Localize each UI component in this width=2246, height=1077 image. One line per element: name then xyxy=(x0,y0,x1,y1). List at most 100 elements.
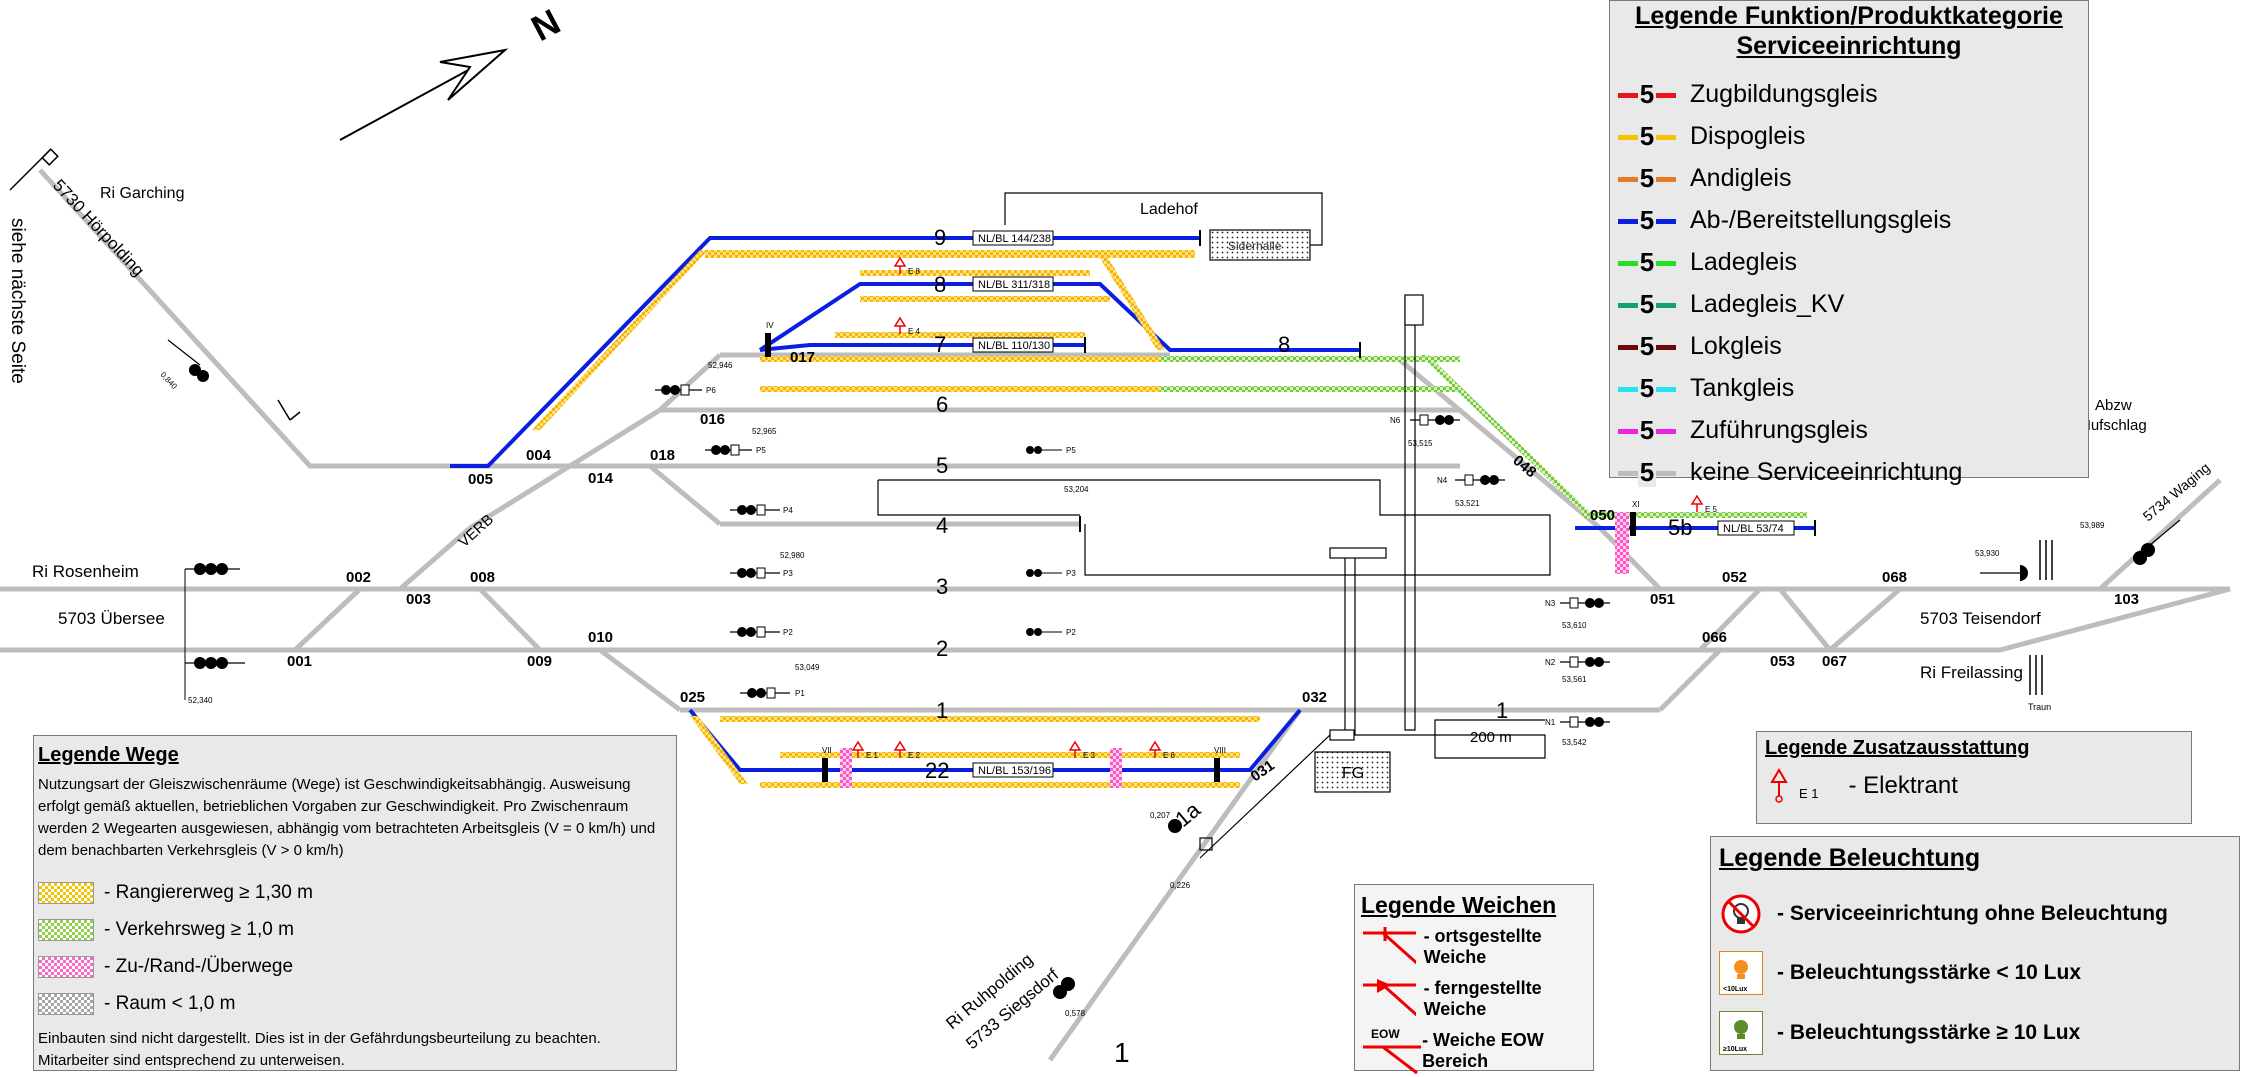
legend-wege-label: - Verkehrsweg ≥ 1,0 m xyxy=(104,918,294,940)
hydrant-e1: E 1 xyxy=(866,751,879,760)
signal-n6-icon: N6 xyxy=(1390,414,1460,426)
page-number: 1 xyxy=(1114,1037,1130,1068)
signal-p2-icon: P2 xyxy=(730,626,793,638)
signal-iv: IV xyxy=(766,321,774,330)
signal-n3-icon: N3 xyxy=(1545,597,1610,609)
track-number-2: 2 xyxy=(936,636,948,661)
signal-garching-icon xyxy=(167,339,209,382)
hydrants: E 8 E 4 E 1 E 2 E 3 E 6 E 5 xyxy=(851,256,1718,760)
switch-052: 052 xyxy=(1722,569,1747,586)
track-number-22: 22 xyxy=(925,758,949,783)
signal-n4-icon: N4 xyxy=(1437,474,1505,486)
legend-wege: Legende Wege Nutzungsart der Gleiszwisch… xyxy=(33,735,677,1071)
km-0207: 0,207 xyxy=(1150,811,1171,820)
signal-p1: P1 xyxy=(795,689,805,698)
track-number-1: 1 xyxy=(936,698,948,723)
label-hufschlag: Hufschlag xyxy=(2080,417,2147,434)
distance-200m: 200 m xyxy=(1470,729,1512,746)
signal-vii-icon: VII xyxy=(822,746,832,782)
legend-wege-label: - Raum < 1,0 m xyxy=(104,992,236,1014)
label-ri-freilassing: Ri Freilassing xyxy=(1920,663,2023,682)
hydrant-e3: E 3 xyxy=(1083,751,1096,760)
legend-number: 5 xyxy=(1637,247,1657,277)
legend-color-swatch: 5 xyxy=(1618,121,1676,151)
legend-hatch-swatch xyxy=(38,955,94,978)
hoerpolding-line xyxy=(38,168,450,469)
loading-hall xyxy=(1209,229,1311,261)
legend-funktion-title: Legende Funktion/Produktkategorie xyxy=(1635,2,2063,30)
legend-color-swatch: 5 xyxy=(1618,457,1676,487)
switch-014: 014 xyxy=(588,470,614,487)
switch-053: 053 xyxy=(1770,653,1795,670)
switch-016: 016 xyxy=(700,411,725,428)
signal-p6: P6 xyxy=(706,386,716,395)
signal-n6: N6 xyxy=(1390,416,1401,425)
legend-wege-item: - Zu-/Rand-/Überwege xyxy=(38,948,672,985)
legend-number: 5 xyxy=(1637,331,1657,361)
hydrant-e4-icon: E 4 xyxy=(893,316,921,336)
switch-003-link xyxy=(398,526,472,591)
legend-wege-intro: Nutzungsart der Gleiszwischenräume (Wege… xyxy=(38,776,656,859)
low-light-lux: <10Lux xyxy=(1723,986,1748,993)
legend-funktion-subtitle: Serviceeinrichtung xyxy=(1736,32,1962,60)
hydrant-e8: E 8 xyxy=(908,267,921,276)
signal-p5: P5 xyxy=(756,446,766,455)
legend-wege-list: - Rangiererweg ≥ 1,30 m - Verkehrsweg ≥ 1… xyxy=(38,874,672,1022)
track-8-info: NL/BL 311/318 xyxy=(978,279,1050,291)
switch-004: 004 xyxy=(526,447,552,464)
track-number-5: 5 xyxy=(936,453,948,478)
eow-switch-icon xyxy=(1363,1045,1421,1075)
boundary-markers xyxy=(9,148,2053,695)
track-7-info: NL/BL 110/130 xyxy=(978,340,1050,352)
track-info-boxes: NL/BL 144/238 NL/BL 311/318 NL/BL 110/13… xyxy=(972,230,1795,778)
legend-color-swatch: 5 xyxy=(1618,331,1676,361)
km-53542: 53,542 xyxy=(1562,738,1587,747)
switch-025: 025 xyxy=(680,689,705,706)
legend-beleuchtung-item-3: - Beleuchtungsstärke ≥ 10 Lux xyxy=(1777,1021,2081,1044)
legend-beleuchtung-item-2: - Beleuchtungsstärke < 10 Lux xyxy=(1777,961,2082,984)
switch-008: 008 xyxy=(470,569,495,586)
legend-wege-item: - Rangiererweg ≥ 1,30 m xyxy=(38,874,672,911)
track-number-3: 3 xyxy=(936,574,948,599)
remote-switch-icon xyxy=(1363,979,1416,1016)
legend-hatch-swatch xyxy=(38,881,94,904)
signal-p5r-icon: P5 xyxy=(1026,446,1076,455)
km-53515: 53,515 xyxy=(1408,439,1433,448)
track-number-6: 6 xyxy=(936,392,948,417)
signal-p1-icon: P1 xyxy=(740,687,805,699)
legend-funktion-label: Ladegleis xyxy=(1690,247,1798,276)
legend-hatch-swatch xyxy=(38,918,94,941)
track-9-info: NL/BL 144/238 xyxy=(978,233,1051,245)
signal-p4: P4 xyxy=(783,506,793,515)
km-53561: 53,561 xyxy=(1562,675,1587,684)
track-050-line xyxy=(1598,526,1662,591)
loading-hall-label: Siderhalle xyxy=(1228,239,1282,253)
manual-switch-icon xyxy=(1363,927,1416,964)
switch-068: 068 xyxy=(1882,569,1907,586)
label-uebersee: 5703 Übersee xyxy=(58,609,165,628)
km-53049: 53,049 xyxy=(795,663,820,672)
legend-funktion-label: Zugbildungsgleis xyxy=(1690,79,1878,108)
legend-wege-label: - Zu-/Rand-/Überwege xyxy=(104,955,294,977)
signal-xi: XI xyxy=(1632,500,1640,509)
km-53204: 53,204 xyxy=(1064,485,1089,494)
km-52965: 52,965 xyxy=(752,427,777,436)
signal-p3-east: P3 xyxy=(1066,569,1076,578)
legend-wege-footer: Einbauten sind nicht dargestellt. Dies i… xyxy=(38,1030,601,1069)
km-0578: 0,578 xyxy=(1065,1009,1086,1018)
footbridge-top xyxy=(1329,547,1387,559)
signal-p6-icon: P6 xyxy=(655,384,716,396)
switch-017: 017 xyxy=(790,349,815,366)
switch-018: 018 xyxy=(650,447,675,464)
hydrant-e3-icon: E 3 xyxy=(1068,740,1096,760)
fg-label: FG xyxy=(1342,765,1364,782)
track-number-4: 4 xyxy=(936,513,948,538)
signal-iv-icon: IV xyxy=(765,321,774,357)
legend-color-swatch: 5 xyxy=(1618,415,1676,445)
legend-color-swatch: 5 xyxy=(1618,205,1676,235)
km-53521: 53,521 xyxy=(1455,499,1480,508)
